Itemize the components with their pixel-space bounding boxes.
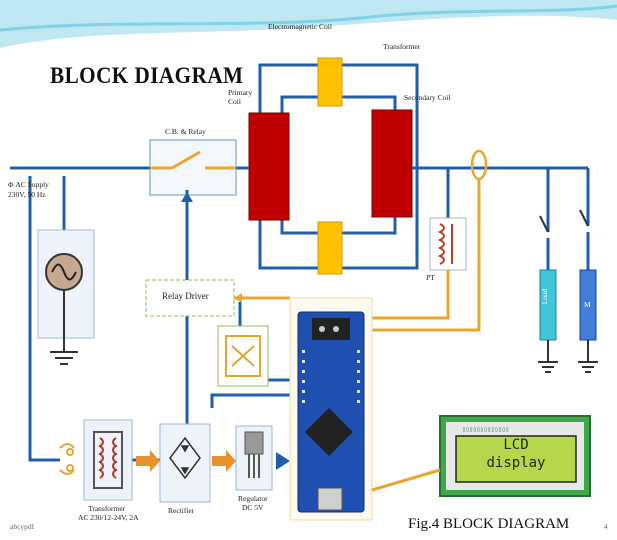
regulator-label: Regulator [238,494,268,503]
core-yoke-bottom [317,221,343,275]
current-sensor-icon [470,149,488,181]
lcd-text-line-1: LCD [503,437,529,453]
primary-coil [248,112,290,221]
ac-source-box [37,229,95,339]
bottom-transformer-box [83,419,133,501]
ground-icon-loads [538,361,598,373]
pt-box [429,217,467,271]
ac-supply-label: Φ AC Supply [8,180,49,189]
ground-icon-source [50,351,78,365]
relay-driver-box [145,279,235,317]
diagram-title: BLOCK DIAGRAM [50,63,244,88]
secondary-coil [371,109,413,218]
plug-icon [59,443,75,475]
load-1-box [539,269,557,341]
arrow-right-icon-2 [212,450,236,472]
rectifier-label: Rectifier [168,506,195,515]
cb-relay-label: C.B. & Relay [165,127,206,136]
bottom-transformer-rating: AC 230/12-24V, 2A [78,513,139,522]
pt-label: PT [426,273,435,282]
em-coil-label: Electromagnetic Coil [268,22,332,31]
lcd-screen [455,435,577,483]
bridge-rectifier-icon [169,436,201,480]
rectifier-box [159,423,211,503]
core-yoke-top [317,57,343,107]
relay-driver-label: Relay Driver [162,291,209,301]
secondary-coil-label: Secondary Coil [404,93,451,102]
load-2-label: M [584,300,591,309]
relay-arrow-icon [181,192,193,202]
lcd-header-pins: ▯▯▯▯▯▯▯▯▯▯▯▯▯ [462,426,509,433]
transformer-top-label: Transformer [383,42,421,51]
arrow-right-icon-3 [276,452,290,470]
lcd-text-line-2: display [486,455,546,471]
ac-supply-rating: 230V, 50 Hz [8,190,46,199]
footer-left-text: abcypdf [10,522,35,531]
page-number: 4 [604,522,608,531]
load-1-label: Load [540,288,550,305]
microcontroller-chip [304,407,354,457]
arrow-right-icon [136,450,160,472]
bottom-transformer-label: Transformer [88,504,126,513]
primary-coil-label: Primary Coil [228,88,253,106]
regulator-rating: DC 5V [242,503,264,512]
figure-caption: Fig.4 BLOCK DIAGRAM [408,516,570,532]
